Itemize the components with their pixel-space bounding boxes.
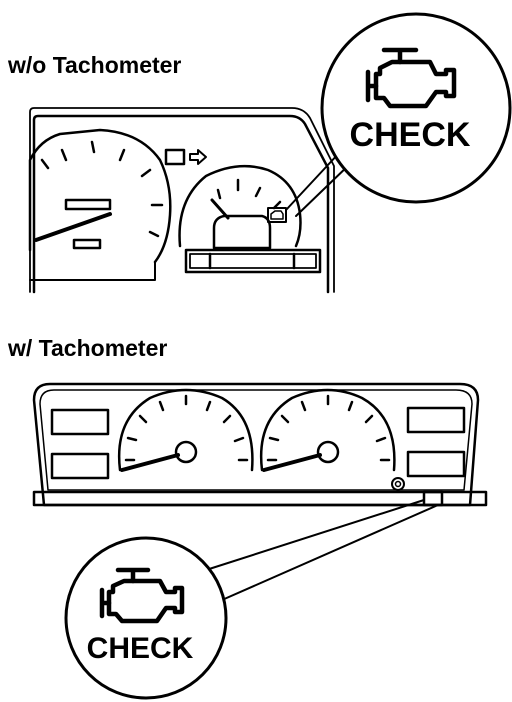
check-label-top: CHECK	[350, 116, 471, 154]
section-title-without-tachometer: w/o Tachometer	[8, 52, 182, 78]
cluster-housing-inner	[29, 107, 335, 293]
fuel-temp-gauge	[178, 164, 302, 250]
check-label-bottom: CHECK	[87, 632, 194, 665]
trip-reset-knob	[391, 477, 405, 491]
odometer-window	[64, 198, 112, 211]
indicator-strip	[184, 248, 322, 274]
cluster-with-tachometer	[32, 382, 488, 601]
cluster-housing-inner	[39, 389, 473, 491]
callout-leader-bottom	[205, 499, 439, 601]
check-engine-lamp	[267, 207, 287, 223]
turn-indicator	[164, 148, 207, 166]
engine-icon	[99, 567, 185, 624]
check-engine-lamp	[422, 490, 444, 507]
callout-check-engine-bottom: CHECK	[64, 536, 228, 700]
section-title-with-tachometer: w/ Tachometer	[8, 335, 168, 361]
speedometer-needle	[262, 453, 322, 472]
engine-icon	[365, 47, 457, 109]
gauge-needle	[210, 198, 230, 220]
cluster-without-tachometer	[28, 107, 353, 294]
arrow-icon	[189, 149, 207, 165]
speedometer-needle	[34, 212, 112, 242]
cluster-housing	[32, 382, 480, 507]
callout-leader-top	[285, 151, 353, 217]
trip-window	[72, 238, 102, 250]
tachometer-gauge	[117, 388, 254, 472]
speedometer-gauge	[259, 388, 405, 491]
tachometer-needle	[120, 453, 180, 472]
callout-check-engine-top: CHECK	[320, 12, 512, 204]
speedometer-gauge	[28, 128, 172, 281]
cluster-housing	[32, 114, 330, 294]
indicator-strip	[32, 490, 488, 507]
